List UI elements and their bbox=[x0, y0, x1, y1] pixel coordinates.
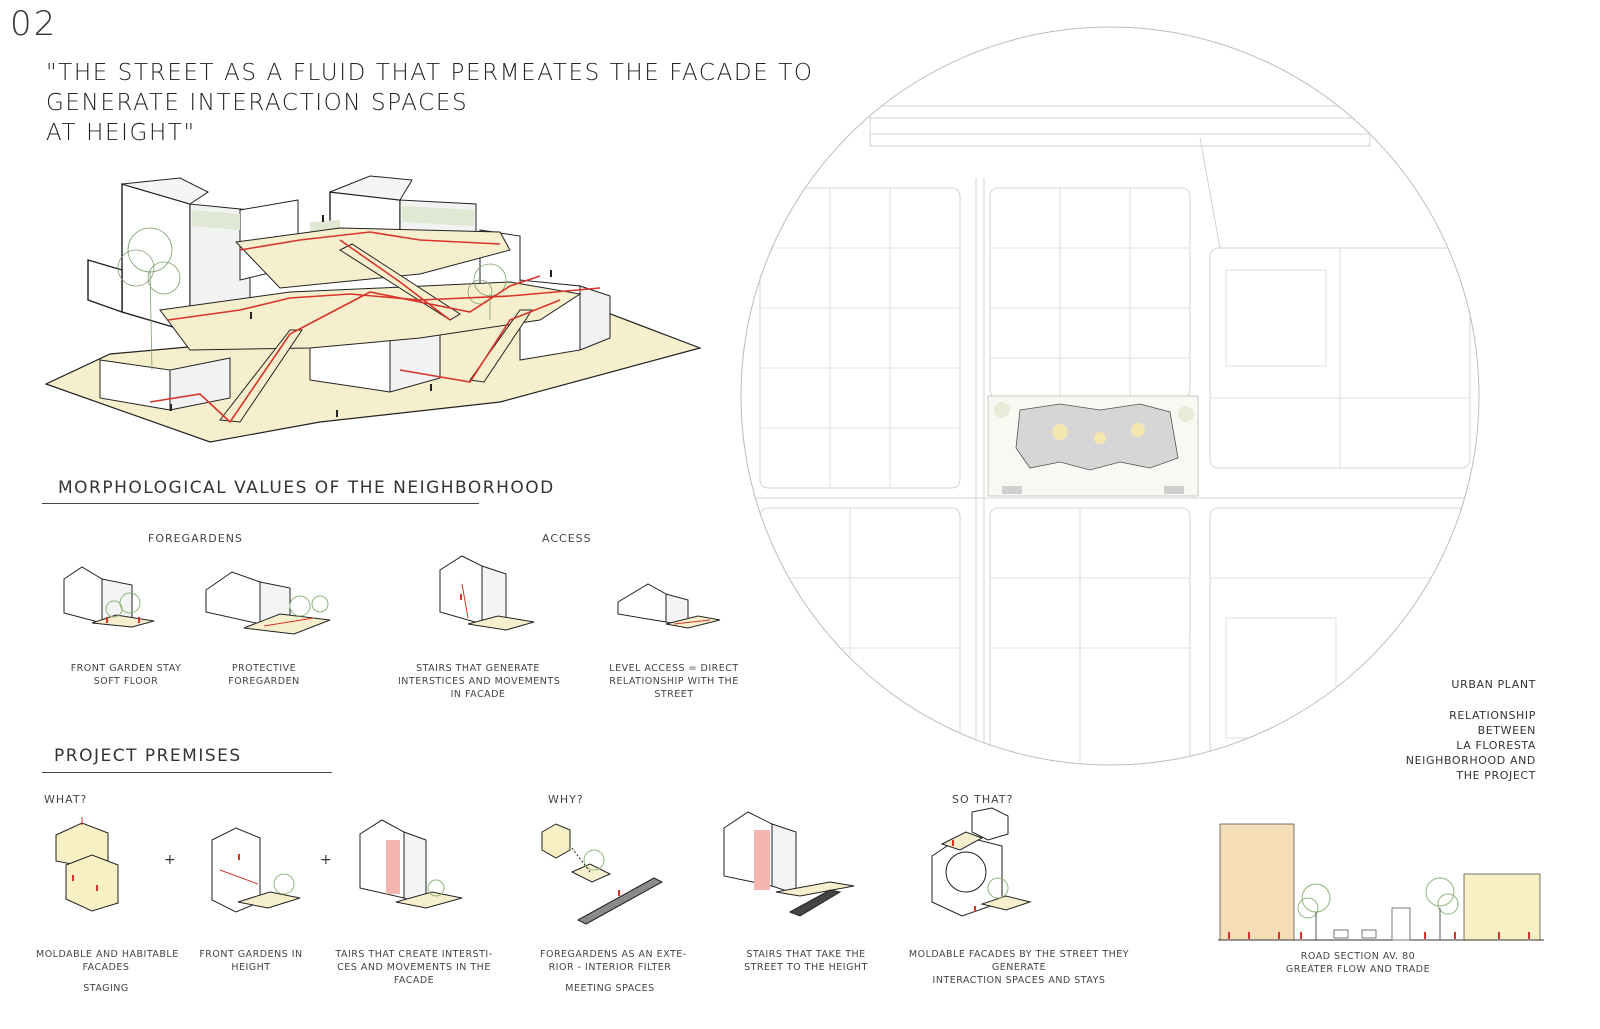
block bbox=[121, 177, 209, 205]
quote-line-1: "THE STREET AS A FLUID THAT PERMEATES TH… bbox=[46, 60, 814, 86]
project-site bbox=[987, 395, 1199, 497]
premise-diagram-so-that bbox=[931, 807, 1032, 917]
premise-diagram-front-gardens-height bbox=[211, 827, 301, 913]
building-right bbox=[1463, 873, 1541, 941]
morph-section-title: MORPHOLOGICAL VALUES OF THE NEIGHBORHOOD bbox=[58, 478, 555, 498]
premises-section-title: PROJECT PREMISES bbox=[54, 746, 242, 766]
block bbox=[87, 259, 123, 313]
premise-diagram-moldable-facades bbox=[55, 817, 119, 912]
street-tree bbox=[1425, 877, 1459, 940]
map-block bbox=[759, 187, 961, 489]
block bbox=[579, 285, 611, 351]
premise-caption-4: FOREGARDENS AS AN EXTE-RIOR - INTERIOR F… bbox=[540, 949, 687, 994]
premise-diagram-foregardens-filter bbox=[541, 823, 664, 925]
road-section-diagram bbox=[1218, 823, 1544, 941]
building-left bbox=[1219, 823, 1295, 941]
urban-plant-title: URBAN PLANT bbox=[1451, 678, 1536, 691]
walkway bbox=[159, 281, 582, 351]
ramp bbox=[469, 309, 533, 383]
circulation-route bbox=[239, 231, 501, 251]
block bbox=[329, 175, 413, 201]
green-roof bbox=[402, 206, 474, 226]
circulation-route bbox=[167, 287, 601, 321]
house-diagram-protective-foregarden bbox=[205, 571, 331, 635]
car bbox=[1361, 929, 1377, 939]
quote-title: "THE STREET AS A FLUID THAT PERMEATES TH… bbox=[46, 58, 814, 148]
premise-diagram-stairs-interstices bbox=[359, 819, 463, 909]
morph-section-rule bbox=[42, 503, 479, 504]
plus-sign: + bbox=[164, 852, 176, 868]
plus-sign: + bbox=[320, 852, 332, 868]
car bbox=[1333, 929, 1349, 939]
access-label: ACCESS bbox=[542, 532, 592, 545]
people-figures bbox=[170, 215, 552, 417]
what-label: WHAT? bbox=[44, 793, 88, 806]
premise-tag-staging: STAGING bbox=[83, 983, 129, 994]
circulation-route bbox=[399, 299, 561, 383]
why-label: WHY? bbox=[548, 793, 584, 806]
map-block bbox=[989, 507, 1191, 766]
axonometric-diagram bbox=[44, 175, 702, 443]
urban-plant-description: RELATIONSHIP BETWEEN LA FLORESTA NEIGHBO… bbox=[1405, 709, 1536, 782]
foregardens-label: FOREGARDENS bbox=[148, 532, 243, 545]
so-that-label: SO THAT? bbox=[952, 793, 1014, 806]
street-tree bbox=[1297, 883, 1331, 940]
bus bbox=[1391, 907, 1411, 941]
house-diagram-stairs bbox=[439, 555, 535, 631]
circulation-route bbox=[149, 275, 541, 424]
circulation-route bbox=[339, 239, 451, 321]
house-diagram-level-access bbox=[617, 583, 721, 629]
premise-tag-meeting-spaces: MEETING SPACES bbox=[565, 983, 655, 994]
urban-plan-map bbox=[740, 26, 1480, 766]
quote-line-2: GENERATE INTERACTION SPACES bbox=[46, 90, 469, 116]
premises-section-rule bbox=[42, 772, 332, 773]
green-roof bbox=[192, 210, 240, 230]
quote-line-3: AT HEIGHT" bbox=[46, 120, 196, 146]
page-number: 02 bbox=[10, 4, 58, 44]
house-diagram-front-garden bbox=[63, 566, 155, 628]
premise-diagram-stairs-height bbox=[723, 811, 855, 917]
tree bbox=[467, 263, 507, 320]
tree bbox=[117, 227, 181, 371]
premise-caption-3: TAIRS THAT CREATE INTERSTI-CES AND MOVEM… bbox=[335, 949, 493, 986]
